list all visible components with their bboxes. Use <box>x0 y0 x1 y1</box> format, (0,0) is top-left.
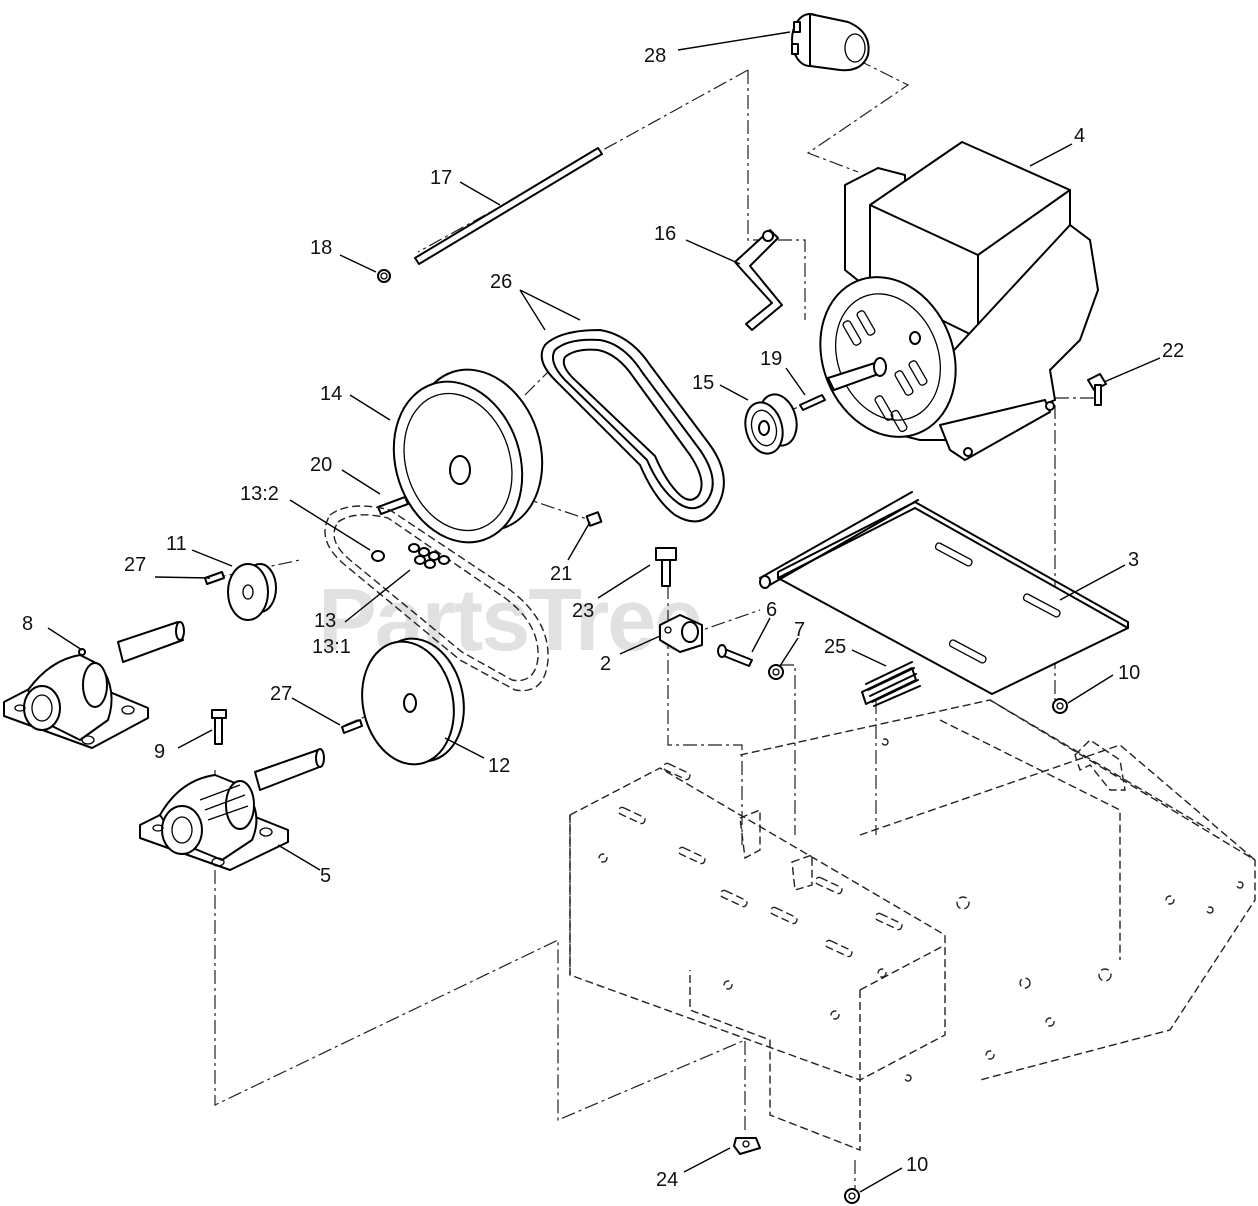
callout-27-upper: 27 <box>124 554 146 576</box>
bracket <box>734 229 783 331</box>
callout-27-lower: 27 <box>270 683 292 705</box>
callout-26: 26 <box>490 271 512 293</box>
callout-9: 9 <box>154 741 165 763</box>
hinge-bolt <box>655 547 677 587</box>
frame-holes <box>598 738 1244 1082</box>
rod-nut <box>377 269 391 283</box>
sprocket-hub <box>227 563 277 621</box>
callout-20: 20 <box>310 454 332 476</box>
callout-16: 16 <box>654 223 676 245</box>
pillow-block-bolt <box>211 709 227 745</box>
callout-2: 2 <box>600 653 611 675</box>
callout-12: 12 <box>488 755 510 777</box>
callout-13-1: 13:1 <box>312 636 351 658</box>
callout-10-lower: 10 <box>906 1154 928 1176</box>
callout-5: 5 <box>320 865 331 887</box>
callout-labels: 28 4 17 18 16 26 14 19 15 22 20 13:2 21 … <box>22 45 1184 1191</box>
hinge-pin <box>717 644 753 667</box>
frame-base <box>569 699 1256 1152</box>
callout-19: 19 <box>760 348 782 370</box>
pulley-key <box>377 496 409 515</box>
callout-7: 7 <box>794 619 805 641</box>
shaft-keys <box>204 571 363 734</box>
mount-bolt <box>1087 373 1107 406</box>
chain-links <box>371 543 450 569</box>
v-belt <box>540 329 725 523</box>
hinge-block <box>659 614 703 653</box>
callout-4: 4 <box>1074 125 1085 147</box>
callout-28: 28 <box>644 45 666 67</box>
callout-10-upper: 10 <box>1118 662 1140 684</box>
pillow-block-upper <box>3 621 185 749</box>
motor-switch <box>791 13 870 72</box>
callout-13: 13 <box>314 610 336 632</box>
rod <box>414 147 603 265</box>
electric-motor <box>819 141 1099 461</box>
callout-23: 23 <box>572 600 594 622</box>
callout-18: 18 <box>310 237 332 259</box>
small-pulley <box>744 393 798 455</box>
motor-vents <box>842 310 928 433</box>
flange-nuts <box>733 698 1068 1204</box>
motor-key <box>799 394 826 411</box>
callout-13-2: 13:2 <box>240 483 279 505</box>
large-pulley <box>392 368 544 544</box>
callout-15: 15 <box>692 372 714 394</box>
callout-25: 25 <box>824 636 846 658</box>
tension-spring <box>861 661 921 707</box>
callout-6: 6 <box>766 599 777 621</box>
drive-chain <box>324 505 549 692</box>
callout-11: 11 <box>166 533 187 555</box>
callout-17: 17 <box>430 167 452 189</box>
callout-14: 14 <box>320 383 342 405</box>
callout-3: 3 <box>1128 549 1139 571</box>
motor-mount-plate <box>759 491 1129 695</box>
hinge-nut <box>768 664 784 680</box>
leader-lines <box>47 31 1161 1193</box>
frame-slots <box>617 762 903 958</box>
sprocket-disc <box>361 637 465 766</box>
callout-24: 24 <box>656 1169 678 1191</box>
callout-22: 22 <box>1162 340 1184 362</box>
callout-8: 8 <box>22 613 33 635</box>
callout-21: 21 <box>550 563 572 585</box>
pillow-block-lower <box>139 748 325 871</box>
